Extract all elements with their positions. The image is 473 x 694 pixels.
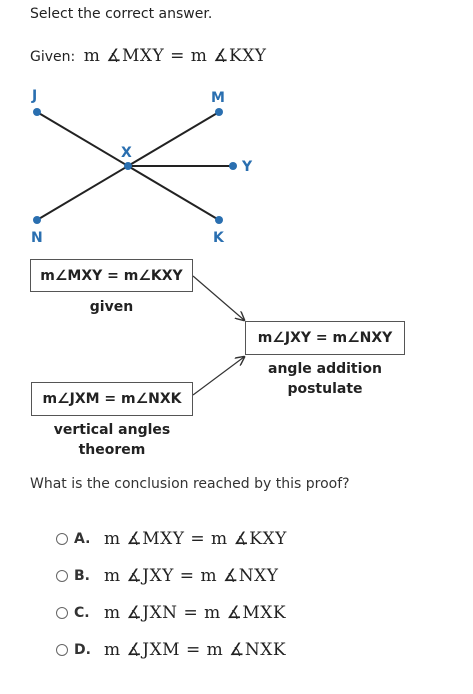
reason-vertical-line2: theorem (78, 442, 146, 458)
radio-c[interactable] (56, 607, 68, 619)
choice-b[interactable]: B. m ∡JXY = m ∡NXY (56, 564, 278, 588)
point-k (215, 216, 223, 224)
radio-a[interactable] (56, 533, 68, 545)
choice-a[interactable]: A. m ∡MXY = m ∡KXY (56, 527, 287, 551)
label-k: K (213, 230, 225, 246)
geometry-figure: J M X Y N K (31, 88, 253, 246)
label-m: M (211, 90, 225, 106)
reason-conclusion: angle addition postulate (245, 359, 405, 399)
choice-b-letter: B. (74, 568, 90, 584)
point-j (33, 108, 41, 116)
choice-d[interactable]: D. m ∡JXM = m ∡NXK (56, 638, 286, 662)
label-j: J (31, 88, 37, 104)
choice-c-letter: C. (74, 605, 90, 621)
proof-box-given: m∠MXY = m∠KXY (30, 259, 193, 292)
reason-given: given (89, 299, 134, 315)
choice-a-text: m ∡MXY = m ∡KXY (104, 529, 287, 549)
point-x (124, 162, 132, 170)
given-label: Given: (30, 49, 76, 65)
choice-b-text: m ∡JXY = m ∡NXY (104, 566, 279, 586)
label-x: X (121, 145, 132, 161)
arrow-from-given (192, 275, 244, 320)
choice-d-letter: D. (74, 642, 91, 658)
radio-d[interactable] (56, 644, 68, 656)
reason-conclusion-line1: angle addition (268, 361, 382, 377)
reason-vertical-line1: vertical angles (53, 422, 171, 438)
choice-c-text: m ∡JXN = m ∡MXK (104, 603, 287, 623)
choice-d-text: m ∡JXM = m ∡NXK (104, 640, 287, 660)
proof-box-vertical: m∠JXM = m∠NXK (31, 382, 193, 416)
point-n (33, 216, 41, 224)
reason-conclusion-line2: postulate (287, 381, 363, 397)
label-n: N (31, 230, 43, 246)
reason-vertical: vertical angles theorem (31, 420, 193, 460)
point-y (229, 162, 237, 170)
proof-box-conclusion: m∠JXY = m∠NXY (245, 321, 405, 355)
point-m (215, 108, 223, 116)
instruction-text: Select the correct answer. (30, 6, 213, 22)
arrow-from-vertical (192, 357, 244, 396)
given-statement: Given: m ∡MXY = m ∡KXY (30, 46, 267, 66)
radio-b[interactable] (56, 570, 68, 582)
choice-a-letter: A. (74, 531, 91, 547)
given-math: m ∡MXY = m ∡KXY (83, 46, 267, 66)
label-y: Y (241, 159, 253, 175)
choice-c[interactable]: C. m ∡JXN = m ∡MXK (56, 601, 286, 625)
question-text: What is the conclusion reached by this p… (30, 476, 350, 492)
